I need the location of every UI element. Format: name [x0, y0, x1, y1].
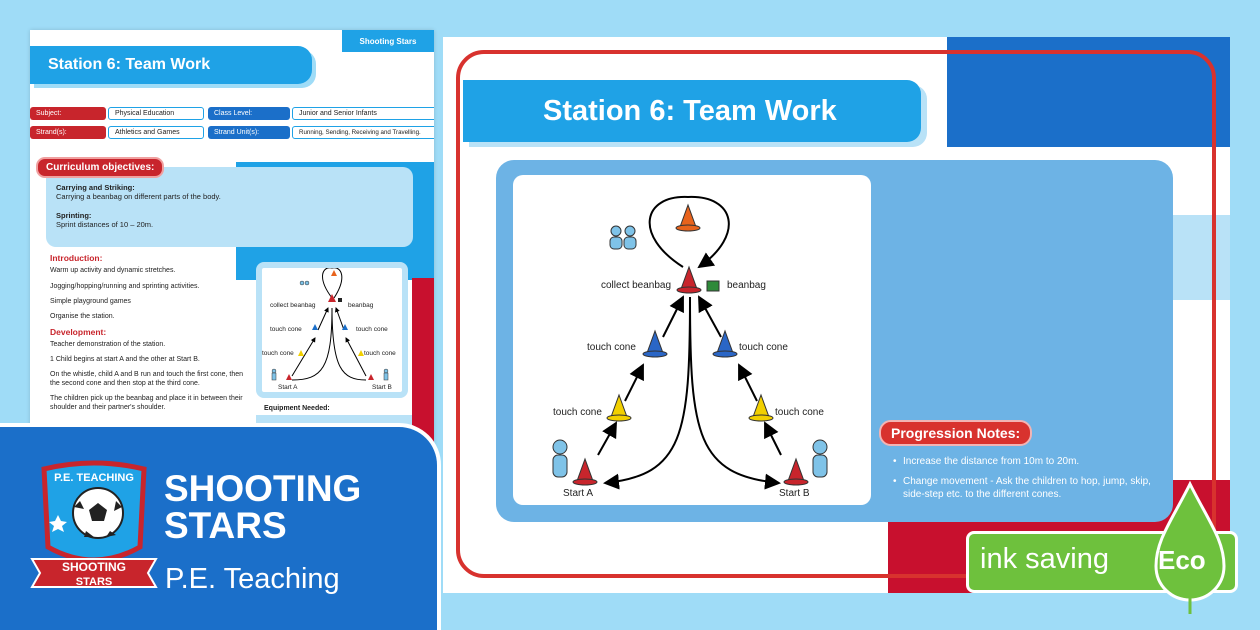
development-item: 1 Child begins at start A and the other …	[50, 356, 200, 363]
cone-icon	[783, 457, 809, 486]
eco-word: Eco	[1158, 545, 1206, 575]
introduction-heading: Introduction:	[50, 253, 103, 263]
card-border	[456, 50, 1216, 578]
progression-label: Progression Notes:	[879, 420, 1033, 446]
eco-label: ink saving	[980, 543, 1109, 575]
objectives-box: Carrying and Striking: Carrying a beanba…	[46, 167, 413, 247]
cone-icon	[572, 457, 598, 486]
info-value: Physical Education	[108, 107, 204, 120]
diagram-paths	[552, 195, 828, 490]
child-icon	[552, 439, 568, 478]
info-row: Subject: Physical Education Class Level:…	[30, 107, 434, 120]
diagram-label: Start B	[779, 488, 810, 499]
diagram-label: touch cone	[553, 407, 602, 418]
banner-subtitle: P.E. Teaching	[165, 563, 340, 595]
shooting-stars-logo: P.E. TEACHING SHOOTING STARS	[30, 460, 158, 588]
development-heading: Development:	[50, 327, 107, 337]
banner-title: SHOOTING STARS	[164, 470, 361, 544]
list-item: •Change movement - Ask the children to h…	[893, 475, 1165, 502]
objective-heading: Carrying and Striking:	[56, 183, 135, 192]
diagram-label: touch cone	[739, 342, 788, 353]
diagram-label: Start A	[278, 384, 298, 391]
lesson-plan-page: Shooting Stars Station 6: Team Work Subj…	[30, 30, 434, 630]
info-label: Class Level:	[208, 107, 290, 120]
info-label: Strand Unit(s):	[208, 126, 290, 139]
progression-list: •Increase the distance from 10m to 20m. …	[893, 455, 1165, 508]
brand-tag: Shooting Stars	[342, 30, 434, 52]
cone-icon	[642, 329, 668, 358]
info-value: Athletics and Games	[108, 126, 204, 139]
progression-text: Change movement - Ask the children to ho…	[903, 475, 1151, 501]
cone-icon	[675, 203, 701, 232]
development-item: The children pick up the beanbag and pla…	[50, 395, 243, 412]
cone-icon	[676, 265, 702, 294]
pair-icon	[609, 225, 637, 250]
diagram-label: beanbag	[727, 280, 766, 291]
diagram-paths	[271, 268, 389, 381]
child-icon	[812, 439, 828, 478]
station-diagram: collect beanbag beanbag touch cone touch…	[513, 175, 871, 505]
card-title: Station 6: Team Work	[463, 80, 921, 142]
progression-text: Increase the distance from 10m to 20m.	[903, 456, 1080, 467]
cone-icon	[606, 393, 632, 422]
cone-icon	[748, 393, 774, 422]
logo-ribbon-text: SHOOTING	[62, 560, 126, 574]
diagram-label: touch cone	[356, 326, 388, 333]
diagram-label: touch cone	[775, 407, 824, 418]
diagram-label: beanbag	[348, 302, 374, 309]
banner-title-line: SHOOTING	[164, 468, 362, 509]
introduction-item: Simple playground games	[50, 298, 131, 305]
introduction-item: Jogging/hopping/running and sprinting ac…	[50, 283, 200, 290]
objective-text: Sprint distances of 10 – 20m.	[56, 220, 154, 229]
objective-heading: Sprinting:	[56, 211, 92, 220]
decor-block	[412, 278, 434, 448]
diagram-label: touch cone	[270, 326, 302, 333]
introduction-item: Organise the station.	[50, 313, 115, 320]
diagram-label: collect beanbag	[270, 302, 316, 309]
development-item: On the whistle, child A and B run and to…	[50, 371, 244, 388]
diagram-label: touch cone	[364, 350, 396, 357]
introduction-item: Warm up activity and dynamic stretches.	[50, 267, 176, 274]
page-title: Station 6: Team Work	[30, 46, 312, 84]
equipment-heading: Equipment Needed:	[264, 405, 330, 412]
diagram-label: collect beanbag	[601, 280, 672, 291]
diagram-label: touch cone	[587, 342, 636, 353]
logo-ribbon-text: STARS	[76, 576, 112, 588]
info-label: Strand(s):	[30, 126, 106, 139]
station-diagram-small: collect beanbag beanbag touch cone touch…	[256, 262, 408, 398]
diagram-label: Start A	[563, 488, 594, 499]
info-value: Running, Sending, Receiving and Travelli…	[292, 126, 434, 139]
cone-icon	[712, 329, 738, 358]
decor-block	[947, 37, 1230, 147]
banner-title-line: STARS	[164, 505, 287, 546]
objective-text: Carrying a beanbag on different parts of…	[56, 192, 221, 201]
list-item: •Increase the distance from 10m to 20m.	[893, 456, 1080, 467]
logo-top-text: P.E. TEACHING	[54, 472, 134, 484]
info-value: Junior and Senior Infants	[292, 107, 434, 120]
info-label: Subject:	[30, 107, 106, 120]
diagram-label: Start B	[372, 384, 392, 391]
diagram-label: touch cone	[262, 350, 294, 357]
leaf-drop-icon	[1154, 480, 1226, 614]
objectives-label: Curriculum objectives:	[36, 157, 165, 178]
info-row: Strand(s): Athletics and Games Strand Un…	[30, 126, 434, 139]
development-item: Teacher demonstration of the station.	[50, 341, 166, 348]
